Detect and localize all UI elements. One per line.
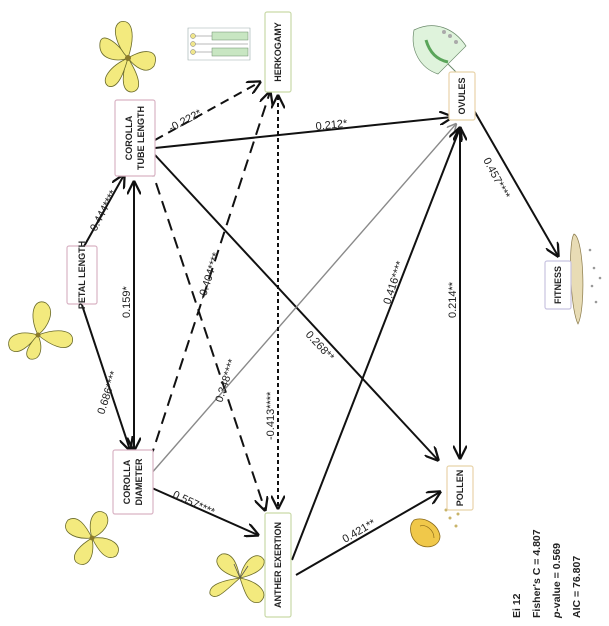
stats-pvalue: p-value = 0.569 bbox=[551, 543, 563, 619]
flower-illustration-bottom bbox=[209, 553, 265, 604]
node-box bbox=[264, 11, 292, 93]
flower-illustration-left bbox=[8, 301, 73, 360]
edge-pl-ctl bbox=[81, 175, 124, 251]
edge-label-pl-ctl: 0.444**** bbox=[88, 188, 120, 234]
node-label: HERKOGAMY bbox=[273, 22, 283, 82]
edge-pl-cd bbox=[81, 304, 130, 450]
node-label: OVULES bbox=[457, 77, 467, 114]
edge-label-ctl-herk: -0.222* bbox=[167, 107, 205, 135]
edge-cd-anther bbox=[151, 487, 258, 535]
edge-anther-ovules bbox=[291, 128, 460, 561]
node-ovules: OVULES bbox=[448, 71, 476, 121]
edge-ctl-anther bbox=[149, 164, 265, 510]
ovary-illustration bbox=[412, 25, 467, 79]
node-label-line1: COROLLA bbox=[124, 115, 134, 160]
node-label-line2: DIAMETER bbox=[134, 458, 144, 506]
stats-p-rest: -value = 0.569 bbox=[551, 543, 563, 612]
node-box bbox=[446, 465, 474, 511]
edge-ctl-herk bbox=[154, 82, 260, 141]
stamen-illustration bbox=[187, 27, 251, 61]
node-herkogamy: HERKOGAMY bbox=[264, 11, 292, 93]
node-label-line1: COROLLA bbox=[122, 459, 132, 504]
capsule-illustration bbox=[570, 233, 602, 325]
node-label: PETAL LENGTH bbox=[77, 241, 87, 309]
node-label-line2: TUBE LENGTH bbox=[136, 106, 146, 170]
edge-label-ctl-anther: -0.404**** bbox=[196, 251, 223, 301]
node-box bbox=[448, 71, 476, 121]
edge-label-anther-ovules: 0.416**** bbox=[381, 259, 406, 306]
node-box bbox=[112, 449, 154, 515]
edge-label-ctl-cd: 0.159* bbox=[121, 285, 133, 318]
pollen-illustration bbox=[410, 502, 460, 548]
stats-p-symbol: p bbox=[551, 611, 563, 619]
edge-ctl-ovules bbox=[154, 117, 452, 149]
edge-ovules-fitness bbox=[467, 99, 558, 256]
stats-fisher: Fisher's C = 4.807 bbox=[531, 529, 543, 618]
node-corolla-diameter: COROLLA DIAMETER bbox=[112, 449, 154, 515]
node-box bbox=[66, 245, 98, 305]
model-stats: Ei 12 Fisher's C = 4.807 p-value = 0.569… bbox=[511, 529, 583, 619]
node-petal-length: PETAL LENGTH bbox=[66, 241, 98, 309]
edge-label-ovules-pollen: 0.214** bbox=[447, 281, 459, 318]
node-pollen: POLLEN bbox=[446, 465, 474, 511]
edge-label-ctl-ovules: 0.212* bbox=[315, 118, 349, 133]
edge-anther-pollen bbox=[295, 492, 440, 576]
edge-label-ovules-fitness: 0.457**** bbox=[480, 156, 512, 202]
node-label: POLLEN bbox=[455, 470, 465, 507]
stats-title: Ei 12 bbox=[511, 593, 523, 618]
edge-cd-ovules bbox=[149, 124, 456, 476]
edge-label-cd-anther: 0.557**** bbox=[171, 489, 217, 519]
flower-illustration-top bbox=[99, 21, 156, 93]
node-label: FITNESS bbox=[553, 266, 563, 304]
node-label: ANTHER EXERTION bbox=[273, 522, 283, 608]
edge-cd-herk bbox=[149, 92, 270, 461]
stats-aic: AIC = 76.807 bbox=[571, 556, 583, 618]
node-anther-exertion: ANTHER EXERTION bbox=[264, 512, 292, 618]
node-box bbox=[114, 99, 156, 177]
edge-label-herk-anther: -0.413**** bbox=[265, 391, 277, 440]
node-box bbox=[544, 260, 572, 310]
node-fitness: FITNESS bbox=[544, 260, 572, 310]
node-corolla-tube-length: COROLLA TUBE LENGTH bbox=[114, 99, 156, 177]
flower-illustration-bottom-left bbox=[65, 511, 119, 565]
node-box bbox=[264, 512, 292, 618]
